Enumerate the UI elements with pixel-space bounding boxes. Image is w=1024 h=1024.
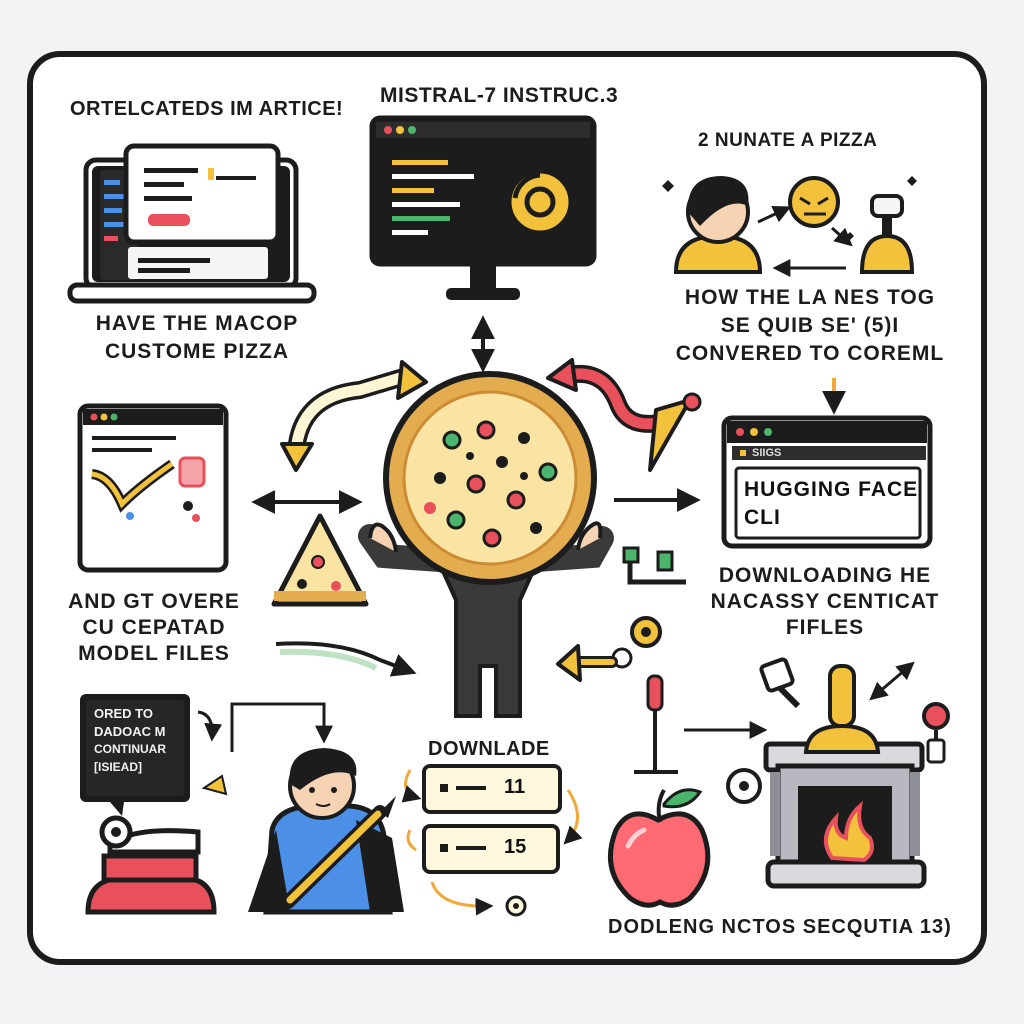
cli-screen-line-2: CLI [744, 506, 781, 529]
oven-icon [763, 741, 927, 889]
printer-icon [85, 815, 217, 915]
caption-mid-left-2: CU CEPATAD [82, 616, 226, 639]
caption-mid-right-3: FIFLES [785, 616, 865, 639]
cli-tab-text: SIIGS [752, 447, 782, 459]
board-line-4: [ISIEAD] [94, 760, 142, 774]
caption-top-right-2: SE QUIB SE' (5)I [720, 314, 900, 337]
arrow-icon [230, 702, 333, 752]
arrow-icon [869, 661, 915, 701]
browser-window-icon [77, 403, 229, 573]
panel-title-bottom-center: DOWNLADE [428, 738, 550, 760]
apple-icon [607, 788, 711, 908]
person-head-icon [673, 176, 763, 274]
monitor-icon [369, 115, 597, 300]
control-knob-icon [922, 702, 950, 764]
caption-mid-right-1: DOWNLOADING HE [718, 564, 932, 587]
arrow-icon [197, 710, 223, 742]
board-line-3: CONTINUAR [94, 742, 166, 756]
arrow-icon [757, 205, 792, 224]
gear-icon [726, 768, 762, 804]
arrow-icon [831, 226, 853, 247]
student-icon [248, 748, 404, 915]
caption-mid-left-1: AND GT OVERE [68, 590, 240, 613]
caption-top-left-1: HAVE THE MACOP [95, 312, 299, 335]
panel-title-top-right: 2 NUNATE A PIZZA [698, 130, 878, 151]
caption-top-right-3: CONVERED TO COREML [675, 342, 945, 365]
arrow-icon [275, 641, 417, 677]
board-line-1: ORED TO [94, 706, 153, 721]
caption-mid-right-2: NACASSY CENTICAT [710, 590, 940, 613]
cli-screen-line-1: HUGGING FACE [744, 478, 919, 501]
cli-window-icon [721, 415, 933, 549]
laptop-icon [67, 143, 317, 304]
caption-mid-left-3: MODEL FILES [78, 642, 230, 665]
pizza-icon [383, 371, 597, 585]
thermometer-icon [634, 674, 678, 774]
idea-pizza-icon [788, 176, 840, 228]
board-line-2: DADOAC M [94, 724, 166, 739]
panel-title-top-left: ORTELCATEDS IM ARTICE! [70, 98, 344, 120]
paddle-icon [803, 664, 881, 754]
caption-top-left-2: CUSTOME PIZZA [104, 340, 290, 363]
pizza-slice-icon [271, 513, 369, 607]
top-right-illustration [662, 176, 917, 277]
cable-icon [611, 546, 686, 669]
download-row-2-value: 15 [504, 836, 527, 858]
tag-icon [759, 657, 801, 709]
download-row-1-value: 11 [504, 776, 526, 798]
caption-bottom-right: DODLENG NCTOS SECQUTIA 13) [608, 916, 952, 938]
panel-title-top-center: MISTRAL-7 INSTRUC.3 [380, 84, 619, 107]
caption-top-right-1: HOW THE LA NES TOG [684, 286, 936, 309]
joystick-icon [859, 194, 915, 274]
chalkboard-icon [80, 694, 190, 816]
fire-icon [824, 800, 874, 863]
download-list [401, 764, 583, 917]
